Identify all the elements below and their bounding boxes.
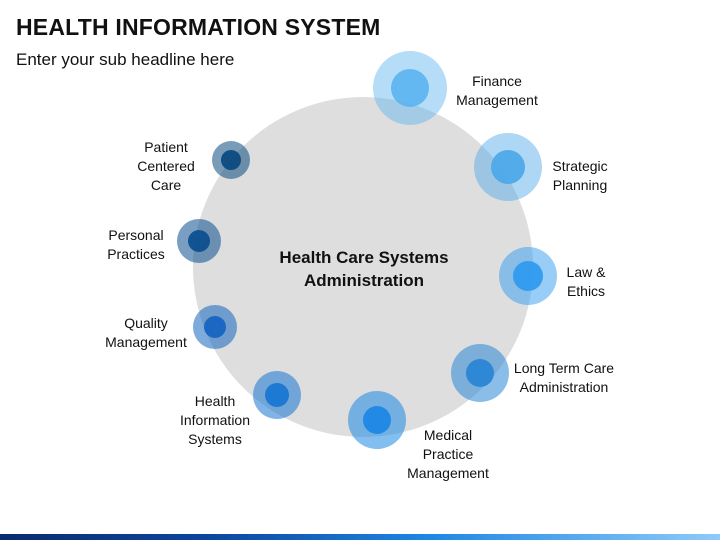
label-long-term-care: Long Term Care Administration [513, 360, 615, 395]
node-finance-management [373, 51, 447, 125]
label-strategic-planning: Strategic Planning [552, 158, 608, 193]
node-health-information-systems [253, 371, 301, 419]
node-patient-centered-care [212, 141, 250, 179]
page-subtitle: Enter your sub headline here [16, 50, 235, 69]
page-title: HEALTH INFORMATION SYSTEM [16, 14, 381, 40]
center-label: Health Care Systems Administration [244, 246, 484, 292]
node-law-ethics [499, 247, 557, 305]
node-strategic-planning [474, 133, 542, 201]
bottom-accent-bar [0, 534, 720, 540]
label-quality-management: Quality Management [105, 315, 187, 350]
label-finance-management: Finance Management [456, 73, 538, 108]
label-health-information-systems: Health Information Systems [179, 393, 251, 447]
label-patient-centered-care: Patient Centered Care [137, 139, 195, 193]
node-medical-practice [348, 391, 406, 449]
center-label-line2: Administration [304, 271, 424, 290]
label-law-ethics: Law & Ethics [566, 264, 606, 299]
node-personal-practices [177, 219, 221, 263]
node-long-term-care [451, 344, 509, 402]
label-medical-practice: Medical Practice Management [407, 427, 489, 481]
node-quality-management [193, 305, 237, 349]
center-circle [193, 97, 533, 437]
center-label-line1: Health Care Systems [279, 248, 449, 267]
label-personal-practices: Personal Practices [107, 227, 165, 262]
